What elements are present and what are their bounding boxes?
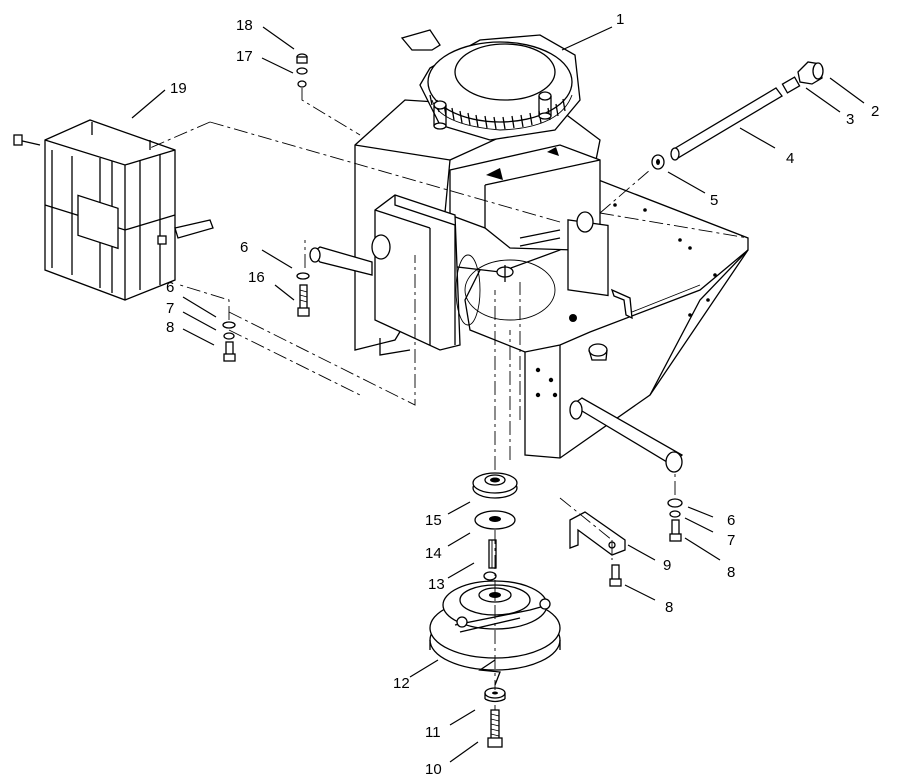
pulley-15 (472, 472, 518, 499)
bolt-16 (297, 284, 310, 317)
bolt-10 (487, 709, 503, 748)
cable-fitting-3 (781, 76, 801, 94)
callout-8-lower: 8 (665, 599, 673, 616)
leader-lines (131, 26, 865, 763)
bolt-8-left (223, 341, 236, 362)
callout-6-upper: 6 (240, 239, 248, 256)
blower-housing-cover (449, 144, 609, 297)
callout-18: 18 (236, 17, 253, 34)
spacer-14 (474, 510, 516, 530)
washer-11 (484, 687, 506, 703)
cable-sleeve-4 (670, 87, 783, 161)
washer-6-right (667, 498, 683, 508)
callout-2: 2 (871, 103, 879, 120)
callout-8-right: 8 (727, 564, 735, 581)
fuel-tank-cage (13, 119, 214, 301)
callout-7-left: 7 (166, 300, 174, 317)
cable-clip-5 (651, 154, 665, 170)
clutch-bracket-9 (569, 511, 626, 556)
callout-6-left: 6 (166, 279, 174, 296)
callout-16: 16 (248, 269, 265, 286)
callout-11: 11 (425, 724, 441, 741)
assembly-centerlines (149, 88, 749, 710)
washer-6-left (222, 321, 236, 329)
callout-labels: 1 2 3 4 5 6 6 6 7 7 8 8 8 9 10 11 12 13 … (166, 11, 879, 778)
cable-end-2 (797, 61, 824, 85)
bolt-8-right (669, 519, 682, 542)
callout-10: 10 (425, 761, 442, 778)
plate-stud (588, 343, 608, 361)
callout-14: 14 (425, 545, 442, 562)
callout-12: 12 (393, 675, 410, 692)
washer-6-upper (296, 272, 310, 280)
callout-13: 13 (428, 576, 445, 593)
nut-18 (296, 53, 308, 64)
callout-6-right: 6 (727, 512, 735, 529)
lockwasher-7-left (223, 332, 235, 340)
key-13 (488, 539, 497, 569)
lockwasher-7-right (669, 510, 681, 518)
muffler (309, 194, 481, 351)
callout-7-right: 7 (727, 532, 735, 549)
callout-8-left: 8 (166, 319, 174, 336)
plate-bracket (610, 284, 701, 320)
bolt-8-lower (609, 564, 622, 587)
electric-clutch-12 (429, 571, 561, 686)
callout-5: 5 (710, 192, 718, 209)
washer-17 (296, 67, 308, 88)
callout-1: 1 (616, 11, 624, 28)
callout-19: 19 (170, 80, 187, 97)
callout-3: 3 (846, 111, 854, 128)
callout-4: 4 (786, 150, 794, 167)
callout-15: 15 (425, 512, 442, 529)
callout-17: 17 (236, 48, 253, 65)
axle-tube (569, 397, 684, 473)
recoil-starter (400, 29, 581, 141)
callout-9: 9 (663, 557, 671, 574)
